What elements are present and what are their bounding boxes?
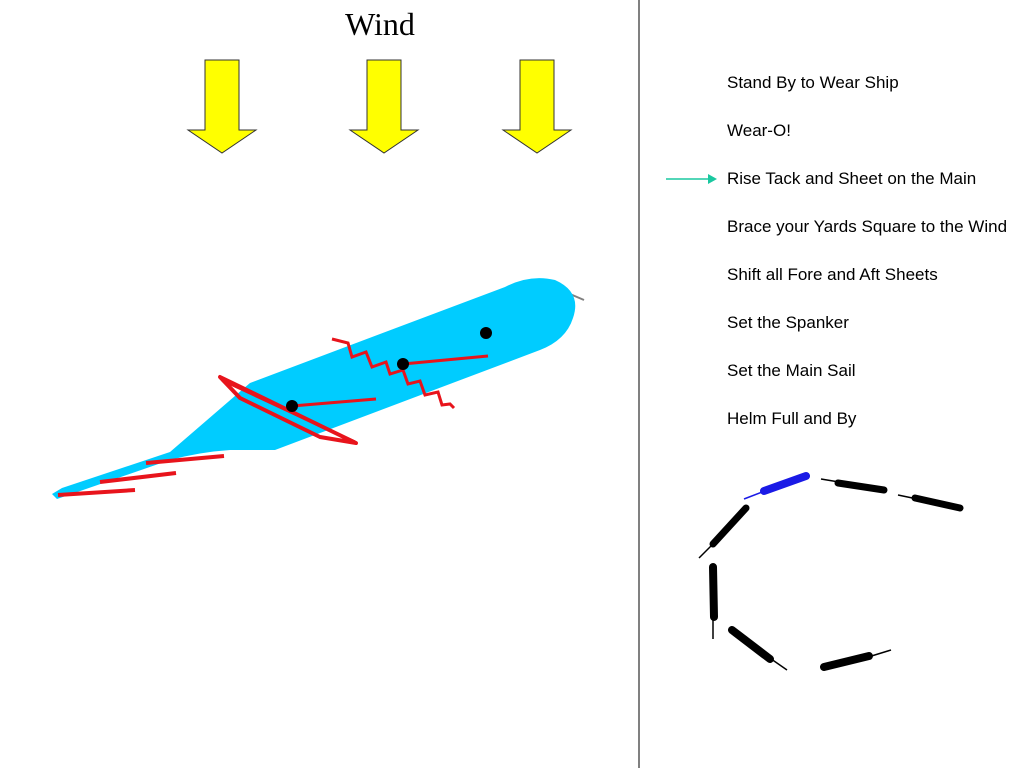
track-ship-icon — [698, 504, 750, 559]
jib-sail — [99, 471, 177, 484]
track-ship-icon — [709, 563, 718, 639]
step-set-main-sail: Set the Main Sail — [727, 361, 856, 380]
fore-yard — [221, 378, 356, 444]
wind-title: Wind — [345, 6, 415, 42]
step-rise-tack: Rise Tack and Sheet on the Main — [727, 169, 977, 188]
ship-icon — [52, 278, 585, 499]
track-ship-current-icon — [743, 472, 810, 500]
wind-arrow-icon — [186, 59, 258, 154]
step-helm-full-and-by: Helm Full and By — [727, 409, 857, 428]
wind-arrow-icon — [348, 59, 420, 154]
main-mast — [397, 358, 409, 370]
step-set-spanker: Set the Spanker — [727, 313, 849, 332]
current-step-arrow-icon — [666, 174, 717, 184]
fore-mast — [286, 400, 298, 412]
ship-hull — [52, 278, 576, 499]
maneuver-track — [698, 472, 964, 671]
wear-ship-diagram — [52, 59, 585, 499]
step-wear-o: Wear-O! — [727, 121, 791, 140]
step-stand-by: Stand By to Wear Ship — [727, 73, 899, 92]
mizzen-mast — [480, 327, 492, 339]
jib-sail — [145, 454, 225, 465]
step-brace-yards: Brace your Yards Square to the Wind — [727, 217, 1008, 236]
fore-aft-sheet — [291, 397, 377, 408]
track-ship-icon — [820, 478, 888, 494]
fore-aft-sheet — [402, 354, 489, 366]
track-ship-icon — [820, 649, 892, 671]
track-ship-icon — [897, 494, 964, 512]
step-shift-sheets: Shift all Fore and Aft Sheets — [727, 265, 938, 284]
maneuver-steps-list: Stand By to Wear Ship Wear-O! Rise Tack … — [727, 71, 1007, 455]
jib-sail — [57, 488, 136, 497]
track-ship-icon — [728, 626, 788, 671]
wind-arrow-icon — [501, 59, 573, 154]
divider — [638, 0, 640, 768]
